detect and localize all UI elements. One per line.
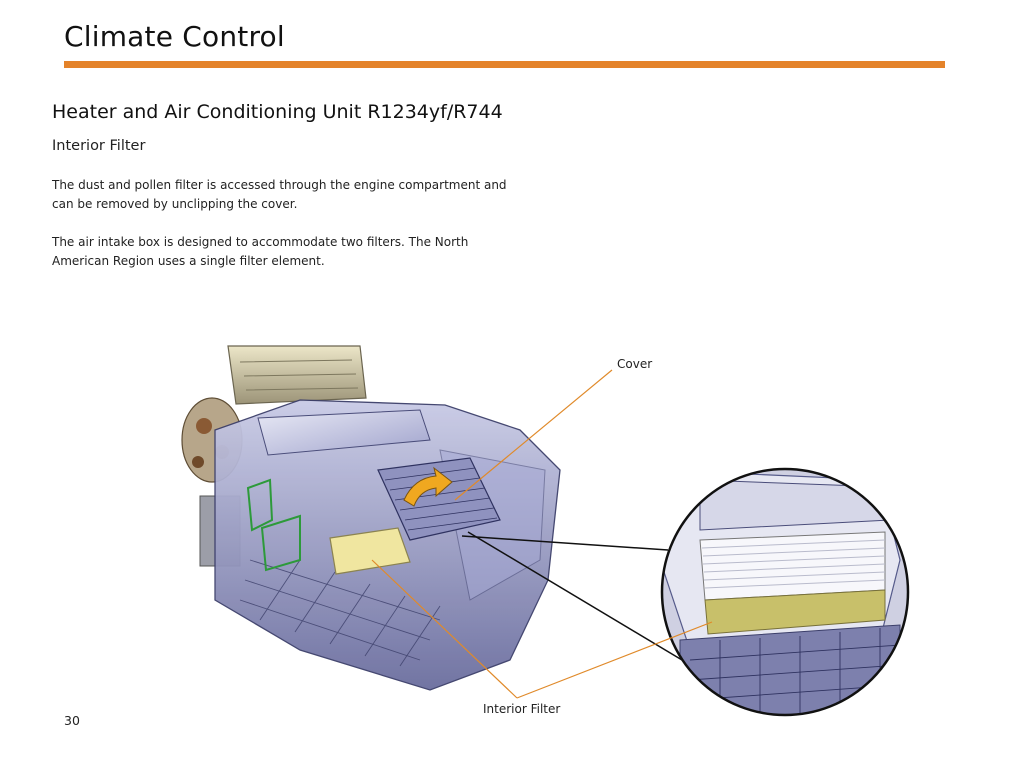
- page-title: Climate Control: [64, 20, 285, 53]
- interior-filter-element: [329, 527, 411, 575]
- section-heading: Heater and Air Conditioning Unit R1234yf…: [52, 101, 503, 123]
- body-paragraph-1: The dust and pollen filter is accessed t…: [52, 178, 507, 211]
- detail-zoom-circle: [660, 467, 910, 717]
- callout-leaders: [371, 369, 713, 699]
- title-rule: [64, 61, 945, 68]
- subheading: Interior Filter: [52, 138, 146, 154]
- callout-interior-filter: Interior Filter: [483, 702, 561, 716]
- page-number: 30: [64, 713, 80, 728]
- filter-cover: [377, 457, 501, 541]
- body-paragraph-2: The air intake box is designed to accomm…: [52, 235, 469, 268]
- callout-cover: Cover: [617, 357, 653, 371]
- removal-arrow-icon: [403, 466, 453, 507]
- air-duct: [227, 345, 367, 405]
